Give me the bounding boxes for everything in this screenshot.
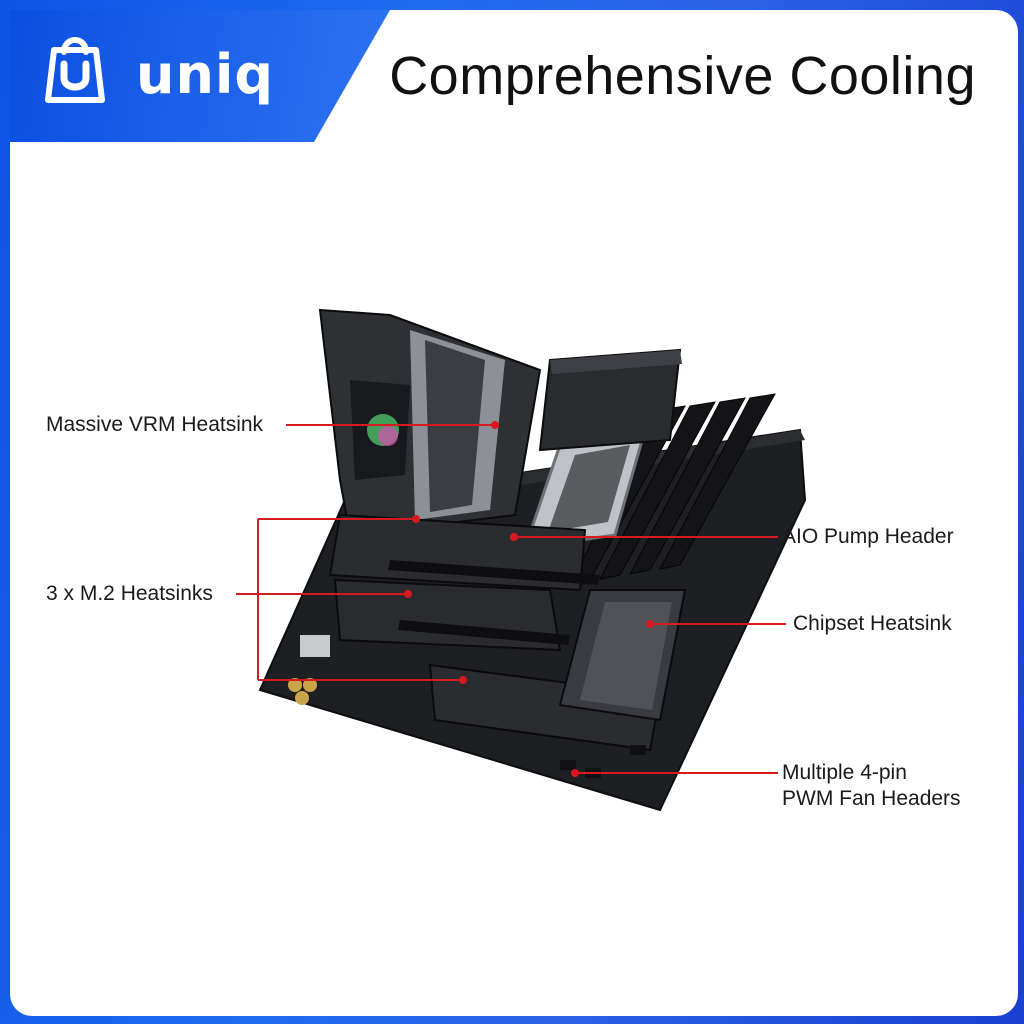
callout-label-line-2: PWM Fan Headers xyxy=(782,787,961,810)
brand-name: uniq xyxy=(136,43,275,106)
shopping-bag-icon xyxy=(45,37,105,103)
callout-label-line-1: Multiple 4-pin xyxy=(782,761,907,784)
brand-tab xyxy=(10,10,390,142)
callout-label: 3 x M.2 Heatsinks xyxy=(46,582,213,605)
callout-label: Chipset Heatsink xyxy=(793,612,952,635)
callout-aio-pump-header: AIO Pump Header xyxy=(782,524,954,550)
motherboard-image xyxy=(258,308,807,812)
callout-m2-heatsinks: 3 x M.2 Heatsinks xyxy=(46,581,213,607)
callout-fan-headers: Multiple 4-pin PWM Fan Headers xyxy=(782,760,961,812)
callout-vrm-heatsink: Massive VRM Heatsink xyxy=(46,412,263,438)
callout-label: AIO Pump Header xyxy=(782,525,954,548)
page-title: Comprehensive Cooling xyxy=(389,46,976,106)
top-vrm-heatsink xyxy=(538,348,682,452)
callout-label: Massive VRM Heatsink xyxy=(46,413,264,436)
uniq-logo: uniq xyxy=(40,28,273,108)
callout-chipset-heatsink: Chipset Heatsink xyxy=(793,611,952,637)
